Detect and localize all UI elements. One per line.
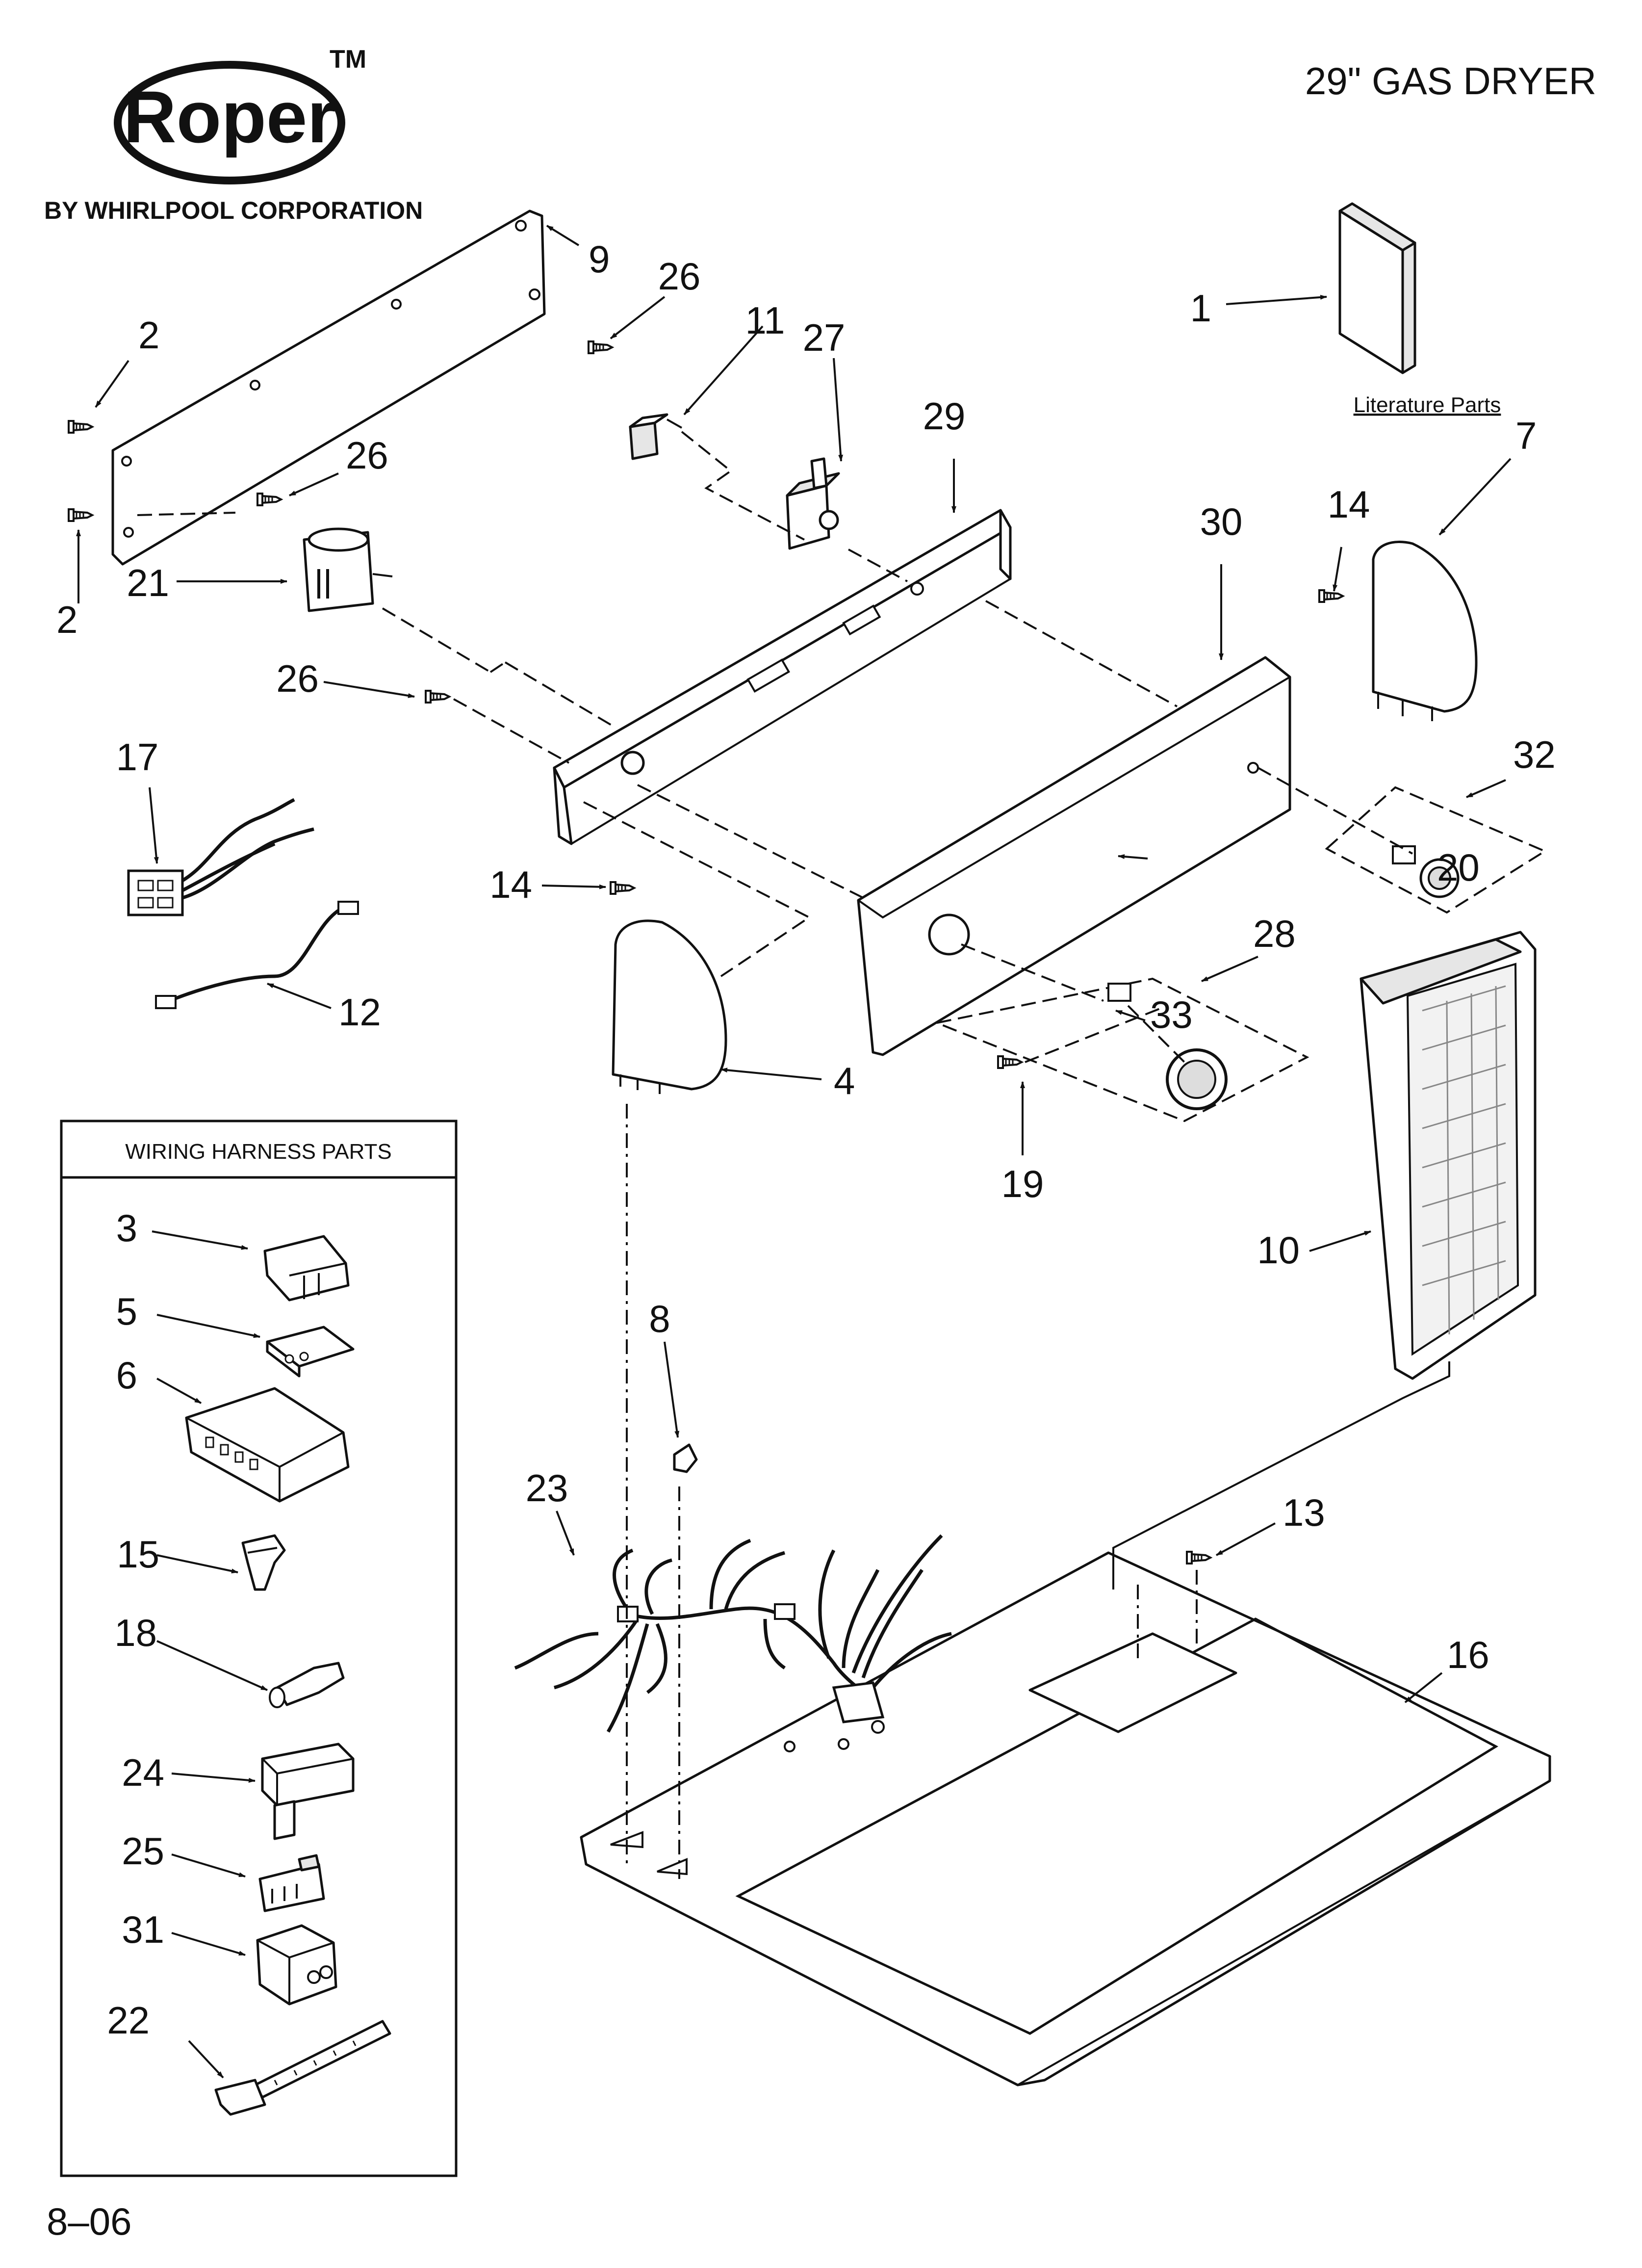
knob-group-28-outline <box>933 977 1309 1122</box>
date-code: 8–06 <box>47 2200 132 2243</box>
rear-panel-part <box>111 209 546 566</box>
callout-26-left: 26 <box>346 434 388 477</box>
callout-26-top: 26 <box>658 255 701 298</box>
callout-3: 3 <box>116 1206 137 1250</box>
callout-30: 30 <box>1200 500 1243 543</box>
logo-text: Roper <box>123 76 335 158</box>
main-wire-harness-23 <box>514 1534 952 1733</box>
callout-27: 27 <box>803 316 846 359</box>
end-cap-4 <box>612 919 727 1094</box>
callout-9: 9 <box>589 237 610 281</box>
callout-31: 31 <box>122 1908 164 1951</box>
screw-26-mid <box>425 690 450 704</box>
screw-13 <box>1186 1551 1211 1564</box>
wiring-harness-parts-box: WIRING HARNESS PARTS <box>60 1120 458 2177</box>
knob-20 <box>1392 845 1460 898</box>
literature-book <box>1338 202 1416 374</box>
callout-19: 19 <box>1001 1162 1044 1205</box>
bracket-8 <box>673 1443 698 1473</box>
connector-6 <box>185 1387 350 1503</box>
trademark-mark: TM <box>330 45 366 74</box>
guide-line-11-27 <box>681 431 908 582</box>
screw-19 <box>997 1055 1023 1069</box>
callout-28: 28 <box>1253 912 1296 955</box>
guide-line-10 <box>1112 1361 1450 1590</box>
guide-line-knob-33 <box>961 943 1188 1066</box>
guide-line-4 <box>583 801 811 977</box>
connector-25 <box>258 1854 325 1912</box>
callout-26-mid: 26 <box>276 657 319 700</box>
callout-25: 25 <box>122 1829 164 1873</box>
screw-2-top <box>68 420 93 434</box>
guide-line-knob-20 <box>1257 767 1413 855</box>
lint-screen-10 <box>1360 931 1537 1380</box>
harness-box-title: WIRING HARNESS PARTS <box>125 1140 392 1164</box>
connector-31 <box>256 1924 337 2006</box>
console-panel-30 <box>857 656 1291 1056</box>
callout-23: 23 <box>526 1466 568 1510</box>
callout-1: 1 <box>1190 287 1211 330</box>
callout-33: 33 <box>1150 993 1193 1036</box>
callout-13: 13 <box>1283 1491 1325 1534</box>
leader-lines <box>76 225 1512 2079</box>
callout-14-right: 14 <box>1328 483 1370 526</box>
screw-14-right <box>1318 589 1344 603</box>
callout-29: 29 <box>923 394 966 438</box>
callout-4: 4 <box>834 1059 855 1102</box>
screw-26-top <box>588 340 613 354</box>
screw-2-bottom <box>68 508 93 522</box>
screw-26-left <box>257 493 282 506</box>
callout-8: 8 <box>649 1297 670 1340</box>
terminal-18 <box>269 1662 345 1708</box>
wire-harness-12 <box>155 901 359 1009</box>
control-bracket-29 <box>553 509 1012 845</box>
callout-18: 18 <box>114 1611 157 1654</box>
clip-15 <box>241 1534 286 1591</box>
callout-17: 17 <box>116 735 159 779</box>
callout-6: 6 <box>116 1354 137 1397</box>
connector-5 <box>266 1326 355 1378</box>
callout-20: 20 <box>1437 846 1480 889</box>
literature-parts-label: Literature Parts <box>1354 393 1501 417</box>
callout-2-top: 2 <box>138 313 159 357</box>
callout-24: 24 <box>122 1751 164 1794</box>
callout-7: 7 <box>1515 414 1537 457</box>
callout-21: 21 <box>127 561 169 604</box>
knob-33 <box>1107 983 1228 1110</box>
connector-3 <box>263 1235 350 1302</box>
wire-harness-17 <box>127 798 314 916</box>
model-title: 29" GAS DRYER <box>1305 59 1596 103</box>
cable-tie-22 <box>214 2020 391 2116</box>
callout-22: 22 <box>107 1999 150 2042</box>
switch-11 <box>629 413 682 460</box>
connector-24 <box>261 1743 355 1840</box>
callout-10: 10 <box>1257 1228 1300 1272</box>
guide-line-screw-26 <box>453 698 569 764</box>
callout-11: 11 <box>745 299 785 342</box>
callout-labels: 1 2 2 3 4 5 6 7 8 9 10 11 12 13 14 14 15… <box>56 237 1556 2042</box>
callout-14-left: 14 <box>489 863 532 906</box>
guide-line-19 <box>1025 1005 1168 1063</box>
guide-line-9-29 <box>137 512 614 727</box>
knob-group-32-outline <box>1325 786 1547 914</box>
callout-5: 5 <box>116 1290 137 1333</box>
callout-12: 12 <box>338 991 381 1034</box>
timer-switch-21 <box>303 527 393 612</box>
screw-14-left <box>610 881 635 895</box>
callout-15: 15 <box>117 1533 159 1576</box>
company-name: BY WHIRLPOOL CORPORATION <box>44 197 423 224</box>
callout-32: 32 <box>1513 733 1556 776</box>
switch-27 <box>786 457 840 550</box>
callout-16: 16 <box>1447 1633 1489 1676</box>
roper-logo: Roper TM BY WHIRLPOOL CORPORATION <box>44 45 423 224</box>
guide-line-29-30 <box>637 600 1178 899</box>
callout-2-bottom: 2 <box>56 598 77 641</box>
end-cap-7 <box>1372 541 1478 721</box>
top-panel-16 <box>580 1551 1551 2086</box>
